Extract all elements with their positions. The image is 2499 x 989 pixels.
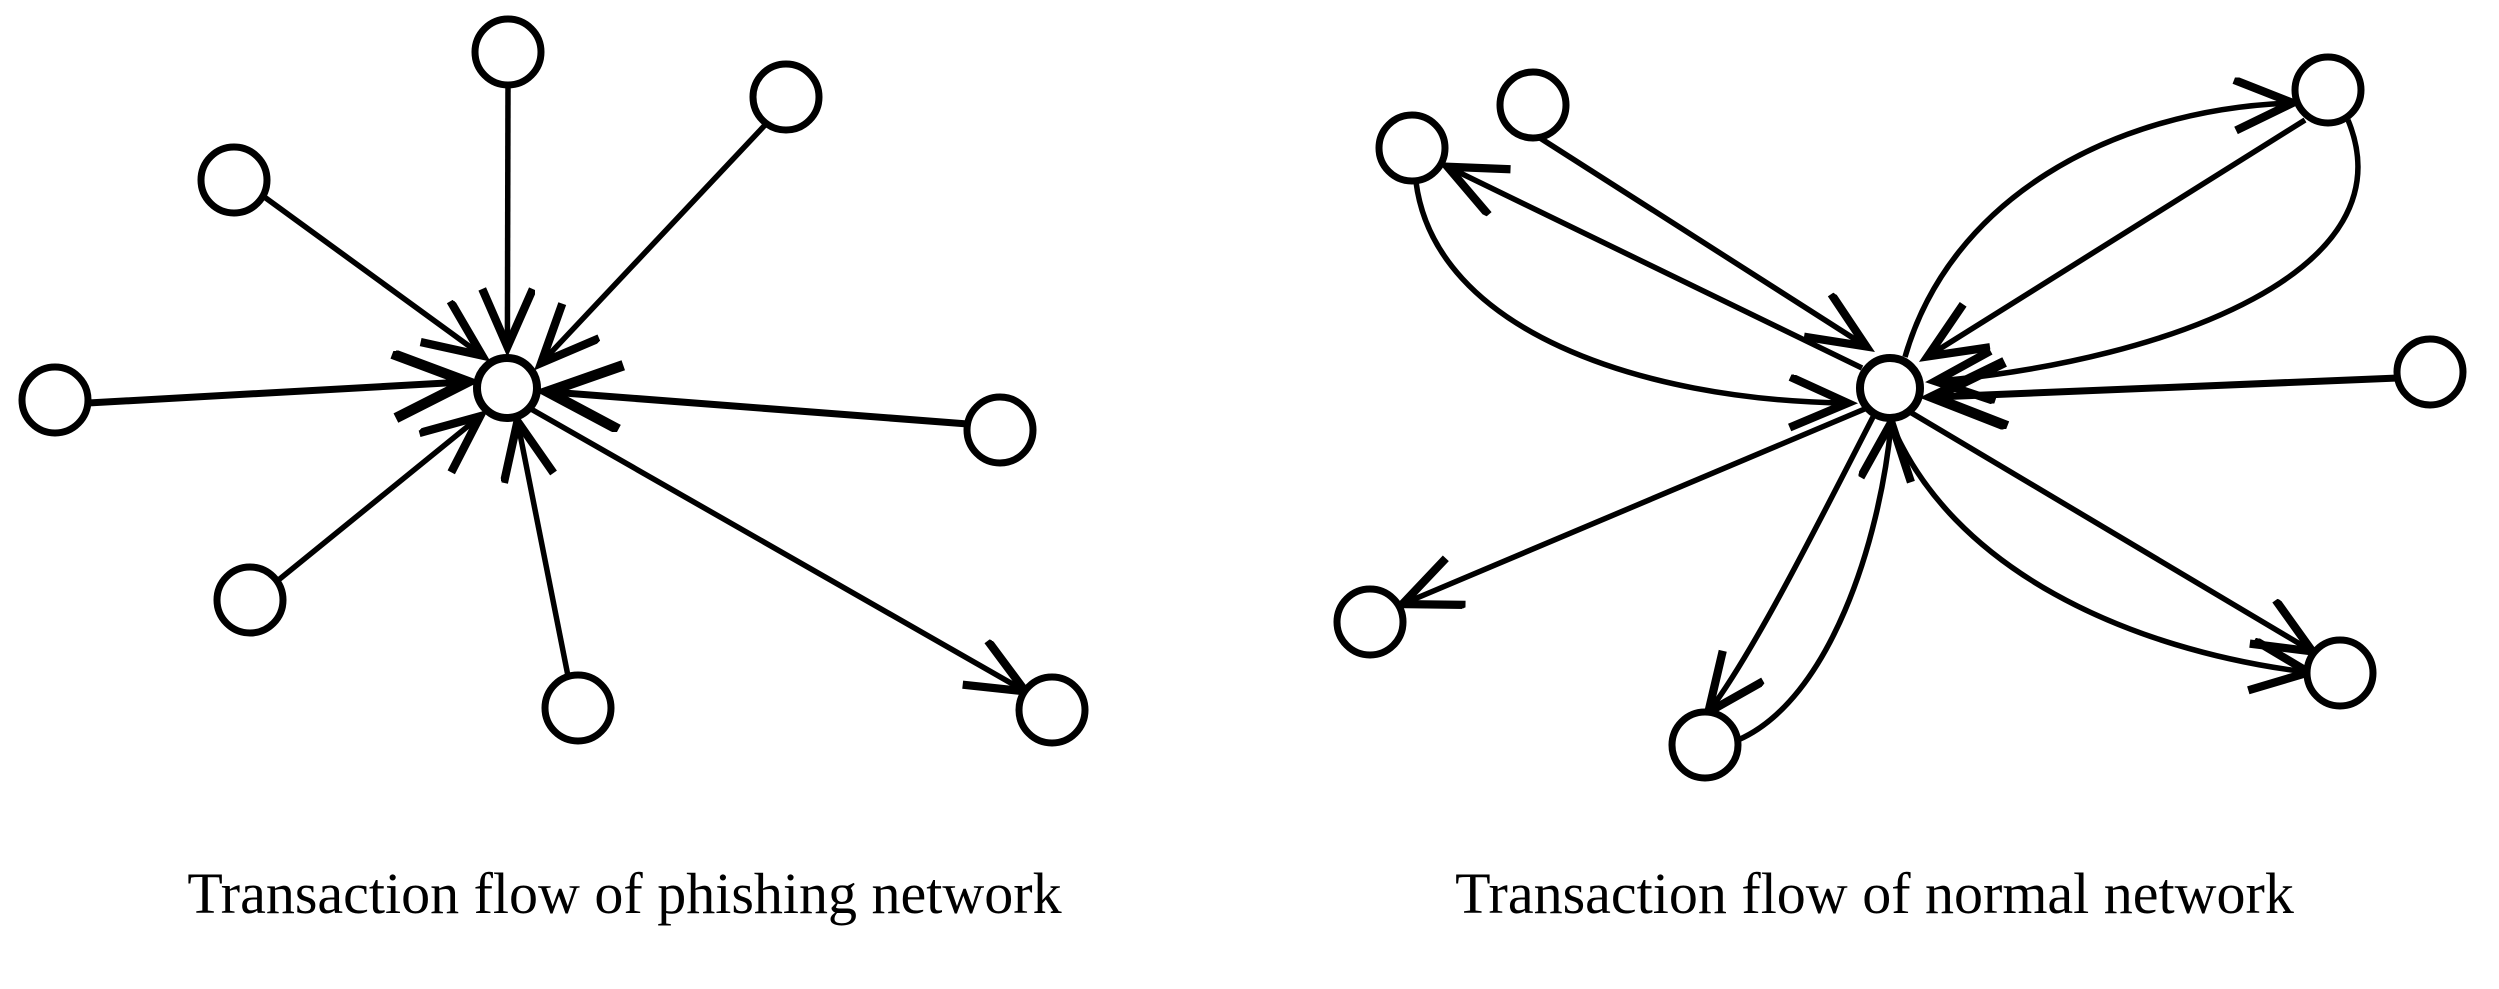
- node-top[interactable]: [471, 15, 545, 89]
- edge-hub-to-left-upper: [1450, 168, 1864, 371]
- node-lower-left[interactable]: [1333, 585, 1407, 659]
- normal-nodes: [1333, 53, 2467, 782]
- caption-normal-network: Transaction flow of normal network: [1455, 861, 2294, 926]
- node-bottom[interactable]: [1668, 708, 1742, 782]
- panel-phishing-network: Transaction flow of phishing network: [0, 0, 1249, 989]
- edge-right-to-hub: [551, 392, 969, 424]
- node-left-upper[interactable]: [1375, 111, 1449, 185]
- node-bottom[interactable]: [541, 671, 615, 745]
- edge-far-right-to-hub: [1936, 378, 2399, 397]
- hub-node[interactable]: [1856, 354, 1924, 422]
- node-far-right[interactable]: [2393, 335, 2467, 409]
- edge-bottom-to-hub-curved: [1736, 425, 1891, 743]
- edge-left-upper-to-hub-curved: [1413, 181, 1845, 403]
- caption-phishing-network: Transaction flow of phishing network: [187, 861, 1062, 926]
- edge-hub-to-lower-right-straight: [1908, 409, 2310, 650]
- node-lower-left[interactable]: [213, 563, 287, 637]
- node-lower-right[interactable]: [2303, 636, 2377, 710]
- panel-normal-network: Transaction flow of normal network: [1250, 0, 2499, 989]
- edge-hub-to-bottom-curved: [1710, 415, 1876, 710]
- edge-bottom-to-hub: [518, 424, 571, 677]
- edge-upper-left-to-hub: [261, 193, 480, 354]
- phishing-nodes: [18, 15, 1089, 747]
- edge-hub-to-lower-left: [1405, 405, 1869, 603]
- edge-hub-to-lower-right-curved: [1887, 418, 2306, 672]
- edge-upper-right-to-hub: [543, 122, 769, 361]
- normal-network-graph: [1333, 53, 2467, 782]
- edge-left-to-hub: [87, 382, 464, 403]
- node-upper-left[interactable]: [197, 143, 271, 217]
- edge-hub-to-lower-right: [529, 406, 1023, 690]
- phishing-edges: [87, 85, 1023, 690]
- phishing-network-graph: [18, 15, 1089, 747]
- node-right[interactable]: [963, 393, 1037, 467]
- edge-top-right-to-hub-straight: [1930, 117, 2307, 355]
- edge-lower-left-to-hub: [274, 418, 478, 585]
- node-top[interactable]: [1496, 68, 1570, 142]
- node-lower-right[interactable]: [1015, 673, 1089, 747]
- node-upper-right[interactable]: [749, 60, 823, 134]
- edge-top-right-to-hub-curved: [1938, 118, 2361, 381]
- normal-edges: [1405, 103, 2399, 743]
- node-left[interactable]: [18, 363, 92, 437]
- edge-top-to-hub: [507, 85, 508, 344]
- hub-node[interactable]: [473, 354, 541, 422]
- edge-hub-to-top-right-curved: [1902, 103, 2290, 358]
- edge-top-to-hub: [1538, 135, 1864, 345]
- node-top-right[interactable]: [2291, 53, 2365, 127]
